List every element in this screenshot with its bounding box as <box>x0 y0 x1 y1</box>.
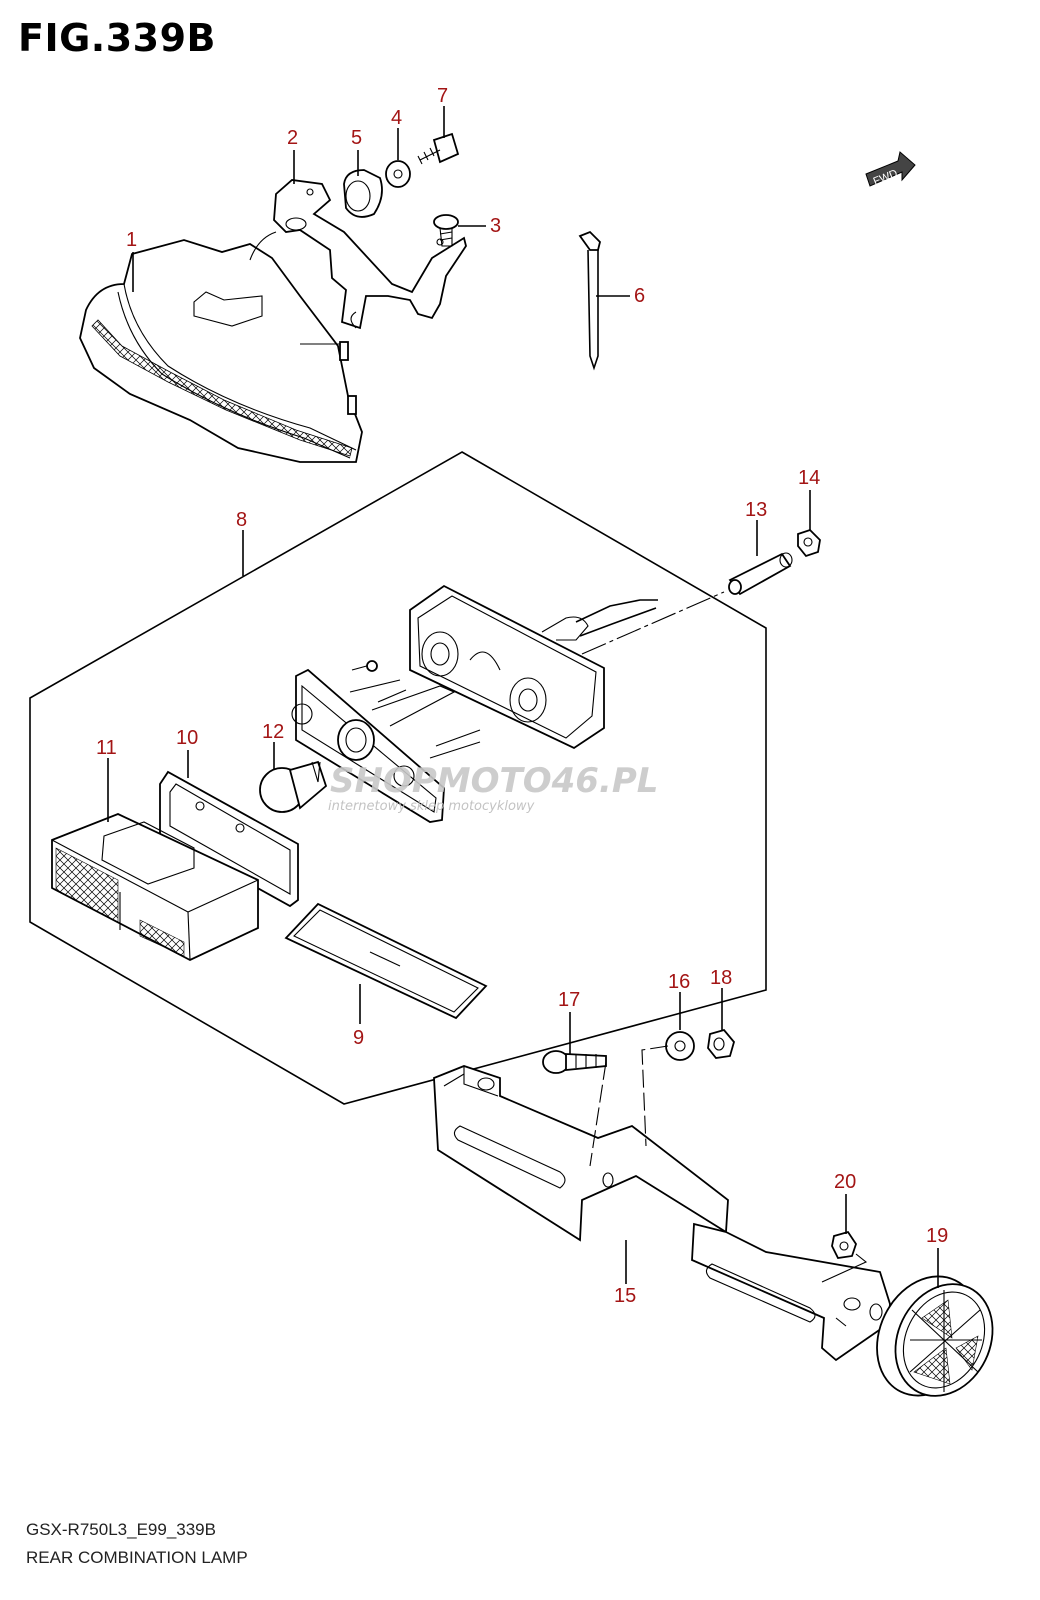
lamp-group-outline <box>29 451 767 1105</box>
callout-9: 9 <box>353 1027 364 1049</box>
tail-lamp-assembly <box>79 231 363 463</box>
bolt-17 <box>542 1050 607 1074</box>
lamp-lens <box>51 813 259 962</box>
washer-16 <box>665 1031 695 1061</box>
bulb-socket-plate <box>291 660 481 823</box>
callout-1: 1 <box>126 229 137 251</box>
screw-3 <box>433 214 459 247</box>
nut-14 <box>797 528 821 558</box>
reflector <box>876 1275 994 1397</box>
reflector-bracket <box>433 1065 891 1362</box>
callout-3: 3 <box>490 215 501 237</box>
callout-8: 8 <box>236 509 247 531</box>
fwd-arrow-badge: FWD <box>865 151 916 188</box>
license-lamp-housing <box>409 584 658 750</box>
lamp-bracket <box>273 179 467 330</box>
collar <box>728 552 793 596</box>
callout-labels: 1 2 3 4 5 6 7 8 9 10 11 12 13 14 15 16 1… <box>96 85 948 1307</box>
callout-18: 18 <box>710 967 732 989</box>
watermark-brand: SHOPMOTO46.PL <box>330 761 658 801</box>
callout-14: 14 <box>798 467 820 489</box>
diagram-name: REAR COMBINATION LAMP <box>26 1548 248 1567</box>
leader-lines <box>107 106 939 1288</box>
lamp-cover-plate <box>284 902 488 1020</box>
callout-11: 11 <box>96 737 117 759</box>
callout-13: 13 <box>745 499 767 521</box>
callout-2: 2 <box>287 127 298 149</box>
callout-16: 16 <box>668 971 690 993</box>
figure-title: FIG.339B <box>18 16 217 60</box>
watermark-tagline: internetowy sklep motocyklowy <box>328 799 535 814</box>
bulb <box>259 760 328 813</box>
callout-20: 20 <box>834 1171 856 1193</box>
callout-6: 6 <box>634 285 645 307</box>
watermark: SHOPMOTO46.PL internetowy sklep motocykl… <box>328 761 658 814</box>
callout-15: 15 <box>614 1285 636 1307</box>
grommet <box>343 169 383 218</box>
nut-18 <box>707 1028 735 1059</box>
washer-4 <box>385 160 411 188</box>
nut-20 <box>831 1230 857 1259</box>
model-code: GSX-R750L3_E99_339B <box>26 1520 216 1539</box>
callout-5: 5 <box>351 127 362 149</box>
cable-tie <box>578 230 601 371</box>
callout-10: 10 <box>176 727 198 749</box>
callout-19: 19 <box>926 1225 948 1247</box>
callout-17: 17 <box>558 989 580 1011</box>
callout-4: 4 <box>391 107 402 129</box>
callout-12: 12 <box>262 721 284 743</box>
screw-7 <box>417 132 460 165</box>
callout-7: 7 <box>437 85 448 107</box>
